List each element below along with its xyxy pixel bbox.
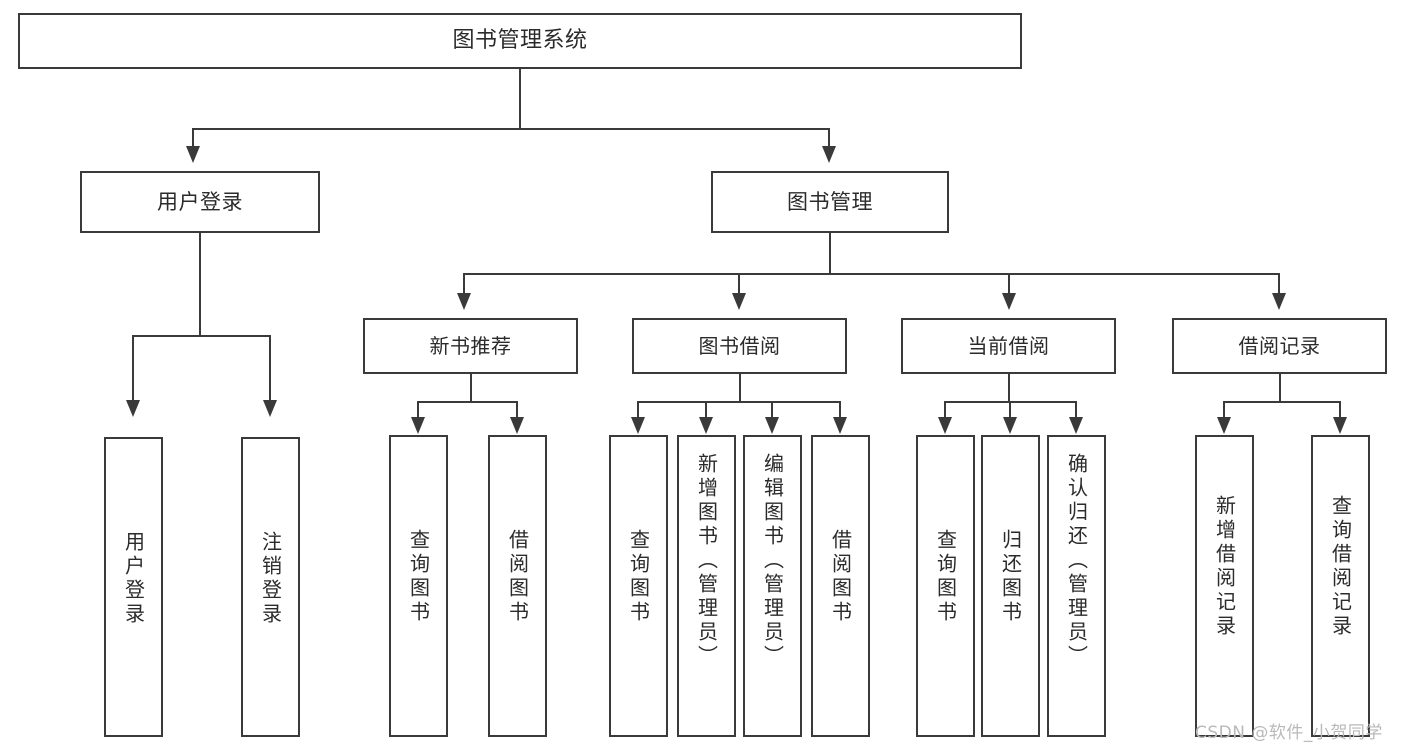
- node-borrow-record[interactable]: 借阅记录: [1172, 318, 1387, 374]
- connector-drop-cb-query: [944, 401, 946, 419]
- connector-drop-bb-query: [637, 401, 639, 419]
- node-label: 编辑图书（管理员）: [760, 453, 785, 669]
- arrowhead-cb-confirm: [1069, 417, 1083, 434]
- node-current-borrow[interactable]: 当前借阅: [901, 318, 1116, 374]
- arrowhead-nb-borrow: [510, 417, 524, 434]
- connector-book-borrow-stem: [739, 374, 741, 402]
- leaf-br-add-record[interactable]: 新增借阅记录: [1195, 435, 1254, 737]
- node-label: 归还图书: [998, 529, 1023, 625]
- connector-root-stem: [519, 69, 521, 129]
- node-label: 新增图书（管理员）: [694, 453, 719, 669]
- node-label: 图书管理系统: [452, 28, 588, 54]
- leaf-logout[interactable]: 注销登录: [241, 437, 300, 737]
- node-new-book-recommend[interactable]: 新书推荐: [363, 318, 578, 374]
- connector-drop-br-add: [1223, 401, 1225, 419]
- connector-book-mgmt-stem: [829, 233, 831, 274]
- node-label: 新书推荐: [429, 333, 512, 358]
- connector-drop-borrow-record: [1278, 273, 1280, 295]
- connector-book-borrow-bus: [637, 401, 841, 403]
- connector-drop-book-borrow: [738, 273, 740, 295]
- connector-drop-current-borrow: [1008, 273, 1010, 295]
- node-label: 用户登录: [121, 531, 146, 627]
- arrowhead-leaf-logout: [263, 400, 277, 417]
- connector-drop-bb-add: [705, 401, 707, 419]
- connector-user-login-stem: [199, 233, 201, 336]
- connector-drop-cb-return: [1009, 401, 1011, 419]
- arrowhead-user-login: [186, 146, 200, 163]
- connector-drop-leaf-user-login: [132, 335, 134, 402]
- node-label: 借阅图书: [828, 529, 853, 625]
- node-label: 借阅图书: [505, 529, 530, 625]
- leaf-nb-query-book[interactable]: 查询图书: [389, 435, 448, 737]
- connector-current-borrow-stem: [1008, 374, 1010, 402]
- connector-drop-leaf-logout: [269, 335, 271, 402]
- arrowhead-bb-add: [699, 417, 713, 434]
- connector-drop-nb-borrow: [516, 401, 518, 419]
- connector-drop-nb-query: [417, 401, 419, 419]
- leaf-cb-query-book[interactable]: 查询图书: [916, 435, 975, 737]
- node-label: 图书管理: [787, 189, 873, 214]
- node-label: 确认归还（管理员）: [1064, 453, 1089, 669]
- node-label: 新增借阅记录: [1212, 495, 1237, 639]
- arrowhead-current-borrow: [1002, 293, 1016, 310]
- connector-borrow-record-stem: [1279, 374, 1281, 402]
- node-label: 借阅记录: [1238, 333, 1321, 358]
- arrowhead-br-query: [1333, 417, 1347, 434]
- leaf-bb-query-book[interactable]: 查询图书: [609, 435, 668, 737]
- connector-new-book-stem: [470, 374, 472, 402]
- node-root-system[interactable]: 图书管理系统: [18, 13, 1022, 69]
- node-label: 查询图书: [933, 529, 958, 625]
- arrowhead-book-mgmt: [822, 146, 836, 163]
- node-label: 查询图书: [406, 529, 431, 625]
- arrowhead-borrow-record: [1272, 293, 1286, 310]
- leaf-bb-edit-book[interactable]: 编辑图书（管理员）: [743, 435, 802, 737]
- arrowhead-nb-query: [411, 417, 425, 434]
- connector-borrow-record-bus: [1223, 401, 1341, 403]
- connector-root-bus: [192, 128, 829, 130]
- leaf-cb-confirm-return[interactable]: 确认归还（管理员）: [1047, 435, 1106, 737]
- arrowhead-bb-borrow: [833, 417, 847, 434]
- node-label: 查询图书: [626, 529, 651, 625]
- arrowhead-new-book: [457, 293, 471, 310]
- connector-drop-new-book: [463, 273, 465, 295]
- connector-drop-bb-borrow: [839, 401, 841, 419]
- node-user-login[interactable]: 用户登录: [80, 171, 320, 233]
- connector-user-login-bus: [132, 335, 270, 337]
- arrowhead-cb-return: [1003, 417, 1017, 434]
- node-book-management[interactable]: 图书管理: [711, 171, 949, 233]
- connector-drop-cb-confirm: [1075, 401, 1077, 419]
- arrowhead-bb-edit: [765, 417, 779, 434]
- arrowhead-cb-query: [938, 417, 952, 434]
- leaf-bb-borrow-book[interactable]: 借阅图书: [811, 435, 870, 737]
- arrowhead-leaf-user-login: [126, 400, 140, 417]
- node-book-borrow[interactable]: 图书借阅: [632, 318, 847, 374]
- watermark-credit: CSDN @软件_小贺同学: [1195, 723, 1383, 743]
- node-label: 注销登录: [258, 531, 283, 627]
- node-label: 当前借阅: [967, 333, 1050, 358]
- arrowhead-br-add: [1217, 417, 1231, 434]
- connector-drop-bb-edit: [771, 401, 773, 419]
- node-label: 查询借阅记录: [1328, 495, 1353, 639]
- leaf-br-query-record[interactable]: 查询借阅记录: [1311, 435, 1370, 737]
- arrowhead-book-borrow: [732, 293, 746, 310]
- node-label: 图书借阅: [698, 333, 781, 358]
- connector-drop-book-mgmt: [828, 128, 830, 148]
- connector-book-mgmt-bus: [463, 273, 1280, 275]
- node-label: 用户登录: [157, 189, 243, 214]
- connector-drop-user-login: [192, 128, 194, 148]
- leaf-user-login[interactable]: 用户登录: [104, 437, 163, 737]
- leaf-nb-borrow-book[interactable]: 借阅图书: [488, 435, 547, 737]
- arrowhead-bb-query: [631, 417, 645, 434]
- leaf-bb-add-book[interactable]: 新增图书（管理员）: [677, 435, 736, 737]
- leaf-cb-return-book[interactable]: 归还图书: [981, 435, 1040, 737]
- connector-drop-br-query: [1339, 401, 1341, 419]
- connector-new-book-bus: [417, 401, 518, 403]
